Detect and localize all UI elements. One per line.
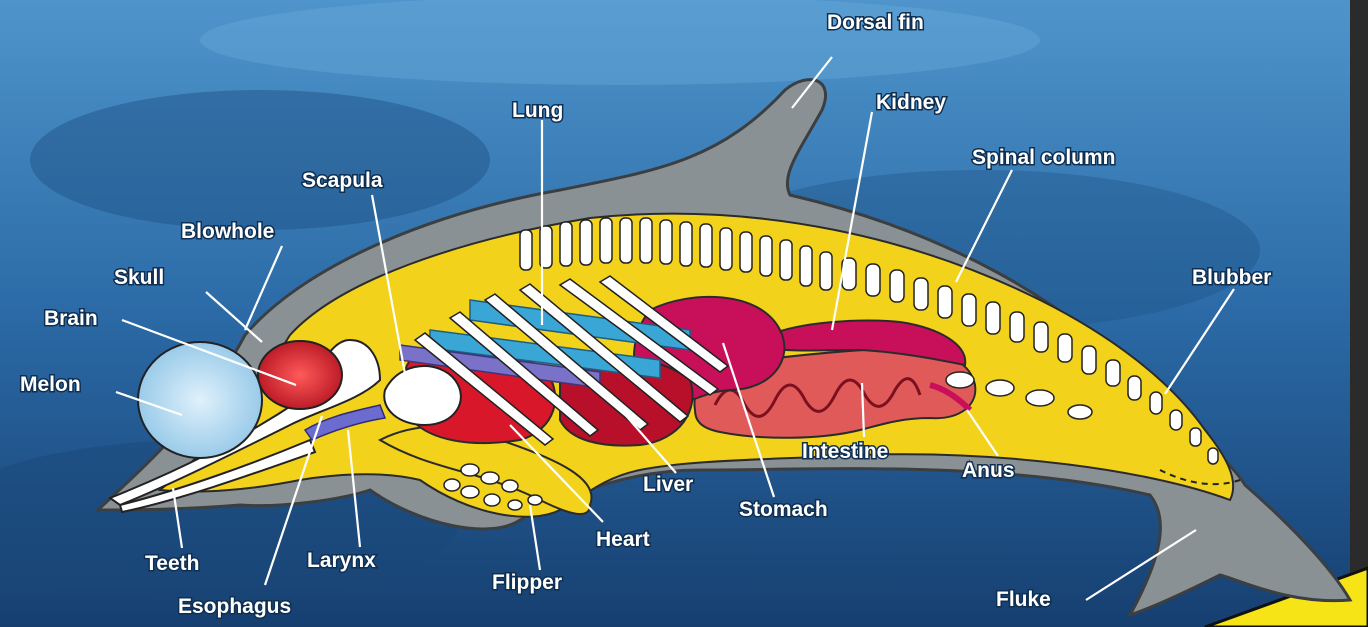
- label-skull: Skull: [114, 266, 164, 289]
- label-scapula: Scapula: [302, 169, 383, 192]
- label-anus: Anus: [962, 459, 1015, 482]
- label-dorsal-fin: Dorsal fin: [827, 11, 924, 34]
- label-kidney: Kidney: [876, 91, 946, 114]
- label-teeth: Teeth: [145, 552, 199, 575]
- label-liver: Liver: [643, 473, 693, 496]
- label-stomach: Stomach: [739, 498, 828, 521]
- label-blowhole: Blowhole: [181, 220, 274, 243]
- label-flipper: Flipper: [492, 571, 562, 594]
- melon-shape: [138, 342, 262, 458]
- label-brain: Brain: [44, 307, 98, 330]
- label-heart: Heart: [596, 528, 650, 551]
- label-spinal-column: Spinal column: [972, 146, 1116, 169]
- background-dolphin-shadow: [30, 90, 490, 230]
- label-blubber: Blubber: [1192, 266, 1271, 289]
- label-lung: Lung: [512, 99, 563, 122]
- label-esophagus: Esophagus: [178, 595, 291, 618]
- label-melon: Melon: [20, 373, 81, 396]
- right-edge-strip: [1350, 0, 1368, 627]
- label-intestine: Intestine: [802, 440, 888, 463]
- label-larynx: Larynx: [307, 549, 376, 572]
- label-fluke: Fluke: [996, 588, 1051, 611]
